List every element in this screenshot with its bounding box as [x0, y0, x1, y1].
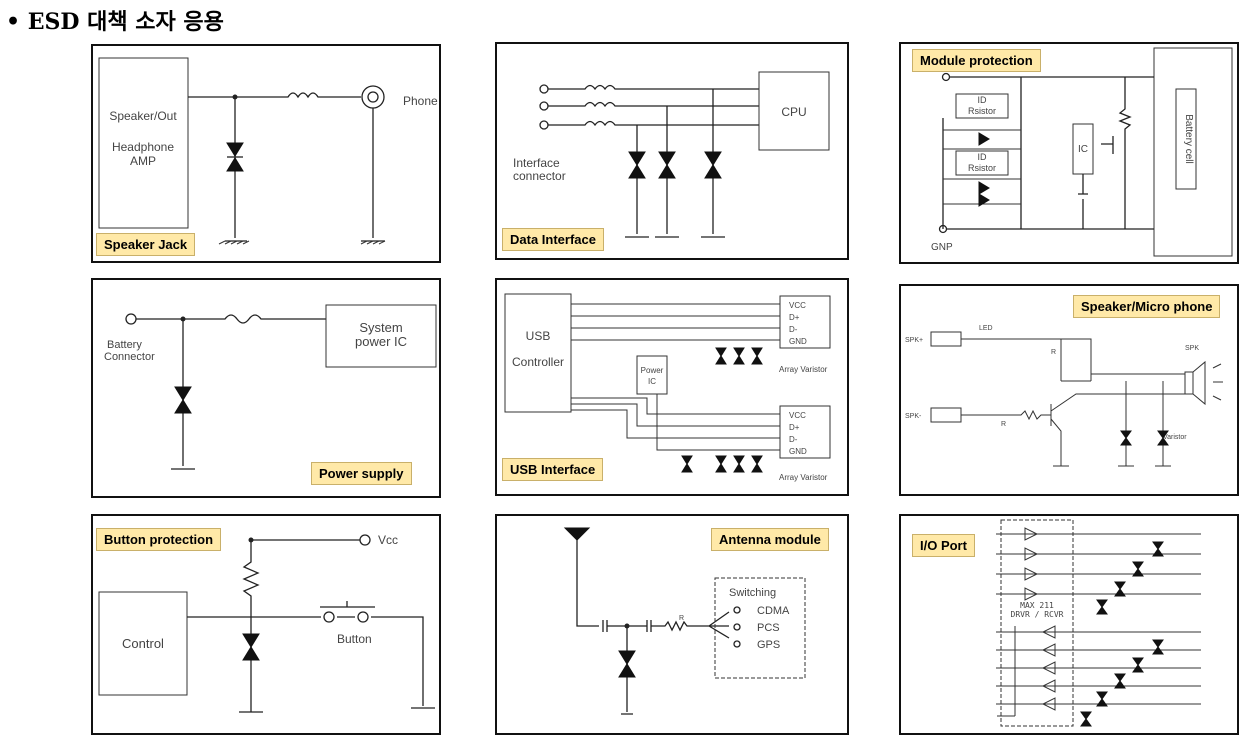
svg-text:IC: IC — [648, 377, 656, 386]
svg-text:DRVR / RCVR: DRVR / RCVR — [1011, 610, 1064, 619]
svg-text:CPU: CPU — [781, 105, 806, 119]
svg-text:R: R — [1001, 421, 1006, 428]
svg-text:Battery: Battery — [107, 339, 142, 351]
svg-text:Rsistor: Rsistor — [968, 163, 996, 173]
tag-data-interface: Data Interface — [502, 228, 604, 251]
svg-text:D-: D- — [789, 435, 798, 444]
panel-speaker-jack: Speaker/Out Headphone AMP Phone Speaker … — [91, 44, 441, 263]
tag-button-protection: Button protection — [96, 528, 222, 551]
svg-text:Power: Power — [641, 366, 664, 375]
svg-text:Button: Button — [337, 632, 372, 646]
panel-power-supply: System power IC Battery Connector Power … — [91, 278, 441, 498]
panel-button-protection: Control Button Vcc Button protection — [91, 514, 441, 735]
svg-text:CDMA: CDMA — [757, 605, 790, 617]
module-protection-diagram: Battery cell IC ID Rsistor ID Rsistor GN… — [931, 47, 1233, 257]
tag-usb-interface: USB Interface — [502, 458, 604, 481]
svg-text:D+: D+ — [789, 313, 800, 322]
speaker-jack-diagram: Speaker/Out Headphone AMP Phone — [98, 57, 438, 245]
svg-text:D-: D- — [789, 325, 798, 334]
svg-text:Varistor: Varistor — [1163, 434, 1187, 441]
power-supply-diagram: System power IC Battery Connector — [104, 304, 437, 470]
svg-text:Phone: Phone — [403, 94, 438, 108]
data-interface-diagram: CPU Interface connector — [513, 71, 830, 238]
usb-interface-diagram: USB Controller Power IC VCC D+ D- GND Ar… — [504, 293, 831, 482]
panel-module-protection: Battery cell IC ID Rsistor ID Rsistor GN… — [899, 42, 1239, 264]
svg-text:D+: D+ — [789, 423, 800, 432]
io-port-diagram: MAX 211 DRVR / RCVR — [996, 519, 1201, 727]
svg-text:Connector: Connector — [104, 351, 155, 363]
svg-text:Interface: Interface — [513, 156, 560, 170]
panel-antenna-module: Switching CDMA PCS GPS R Antenna module — [495, 514, 849, 735]
svg-text:Headphone: Headphone — [112, 140, 174, 154]
svg-text:AMP: AMP — [130, 154, 156, 168]
svg-text:GND: GND — [789, 447, 807, 456]
svg-text:Control: Control — [122, 636, 164, 651]
svg-text:PCS: PCS — [757, 622, 780, 634]
panel-speaker-micro-phone: SPK+ SPK- LED R R SPK Varistor Speaker/M… — [899, 284, 1239, 496]
panel-data-interface: CPU Interface connector Data Interface — [495, 42, 849, 260]
svg-text:power IC: power IC — [355, 334, 407, 349]
svg-text:GNP: GNP — [931, 242, 953, 253]
tag-module-protection: Module protection — [912, 49, 1041, 72]
svg-text:GND: GND — [789, 337, 807, 346]
svg-text:SPK-: SPK- — [905, 413, 922, 420]
svg-text:SPK: SPK — [1185, 345, 1199, 352]
page-title: • ESD 대책 소자 응용 — [6, 9, 224, 35]
tag-power-supply: Power supply — [311, 462, 412, 485]
svg-text:Array Varistor: Array Varistor — [779, 365, 828, 374]
svg-text:Speaker/Out: Speaker/Out — [109, 109, 177, 123]
svg-text:connector: connector — [513, 169, 566, 183]
panel-io-port: MAX 211 DRVR / RCVR I/O Port — [899, 514, 1239, 735]
svg-text:ID: ID — [978, 152, 988, 162]
svg-text:USB: USB — [526, 329, 551, 343]
svg-text:R: R — [1051, 349, 1056, 356]
svg-text:IC: IC — [1078, 144, 1088, 155]
svg-text:SPK+: SPK+ — [905, 337, 923, 344]
svg-text:Controller: Controller — [512, 355, 564, 369]
svg-text:LED: LED — [979, 325, 993, 332]
tag-speaker-micro-phone: Speaker/Micro phone — [1073, 295, 1221, 318]
svg-text:Vcc: Vcc — [378, 533, 398, 547]
antenna-module-diagram: Switching CDMA PCS GPS R — [563, 527, 806, 715]
tag-io-port: I/O Port — [912, 534, 975, 557]
svg-text:ID: ID — [978, 95, 988, 105]
speaker-micro-phone-diagram: SPK+ SPK- LED R R SPK Varistor — [905, 325, 1223, 467]
svg-text:Battery cell: Battery cell — [1183, 114, 1194, 163]
svg-text:R: R — [679, 615, 684, 622]
svg-text:VCC: VCC — [789, 301, 806, 310]
svg-text:GPS: GPS — [757, 639, 780, 651]
svg-text:VCC: VCC — [789, 411, 806, 420]
panel-usb-interface: USB Controller Power IC VCC D+ D- GND Ar… — [495, 278, 849, 496]
svg-text:Array Varistor: Array Varistor — [779, 473, 828, 482]
button-protection-diagram: Control Button Vcc — [98, 533, 435, 713]
svg-text:System: System — [359, 320, 402, 335]
svg-text:Switching: Switching — [729, 587, 776, 599]
tag-antenna-module: Antenna module — [711, 528, 829, 551]
svg-text:MAX 211: MAX 211 — [1020, 601, 1054, 610]
tag-speaker-jack: Speaker Jack — [96, 233, 196, 256]
svg-text:Rsistor: Rsistor — [968, 106, 996, 116]
